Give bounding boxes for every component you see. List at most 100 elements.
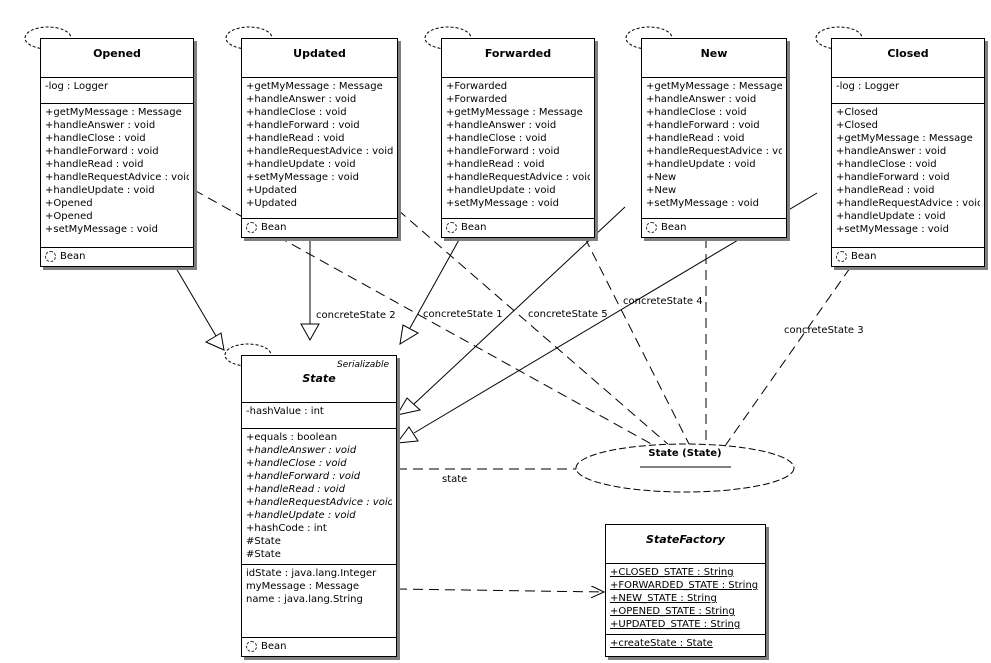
operation-row[interactable]: +handleRequestAdvice : void	[246, 497, 392, 508]
dependency-state-factory	[396, 589, 604, 592]
property-row[interactable]: name : java.lang.String	[246, 594, 363, 605]
operation-row[interactable]: +handleRead : void	[246, 484, 345, 495]
operation-row[interactable]: +handleRequestAdvice : void	[646, 146, 782, 157]
operation-row[interactable]: +New	[646, 172, 677, 183]
bean-label: Bean	[60, 251, 86, 262]
attribute-row[interactable]: -hashValue : int	[246, 406, 324, 417]
attribute-row[interactable]: +OPENED_STATE : String	[610, 606, 735, 617]
class-statefactory[interactable]: StateFactory+CLOSED_STATE : String+FORWA…	[605, 524, 766, 657]
operation-row[interactable]: +setMyMessage : void	[246, 172, 359, 183]
operation-row[interactable]: +handleUpdate : void	[246, 159, 356, 170]
operation-row[interactable]: +createState : State	[610, 638, 713, 649]
operation-row[interactable]: +handleAnswer : void	[45, 120, 156, 131]
operation-row[interactable]: +handleForward : void	[246, 120, 360, 131]
operation-row[interactable]: +handleRead : void	[836, 185, 935, 196]
operation-row[interactable]: +handleClose : void	[836, 159, 937, 170]
operation-row[interactable]: +Updated	[246, 185, 297, 196]
class-header: New	[642, 39, 786, 77]
stereotype-compartment: Bean	[642, 218, 786, 237]
operation-row[interactable]: +handleRead : void	[246, 133, 345, 144]
operation-row[interactable]: +Forwarded	[446, 81, 508, 92]
operation-row[interactable]: +handleRead : void	[446, 159, 545, 170]
operation-row[interactable]: +New	[646, 185, 677, 196]
attribute-row[interactable]: +NEW_STATE : String	[610, 593, 717, 604]
class-forwarded[interactable]: Forwarded+Forwarded+Forwarded+getMyMessa…	[441, 38, 595, 238]
operation-row[interactable]: +handleUpdate : void	[836, 211, 946, 222]
generalization-new-state	[413, 206, 626, 405]
operation-row[interactable]: +getMyMessage : Message	[646, 81, 782, 92]
operation-row[interactable]: +handleUpdate : void	[45, 185, 155, 196]
operation-row[interactable]: +getMyMessage : Message	[45, 107, 182, 118]
property-row[interactable]: myMessage : Message	[246, 581, 360, 592]
operation-row[interactable]: +handleAnswer : void	[646, 94, 757, 105]
operation-row[interactable]: +handleForward : void	[45, 146, 159, 157]
operation-row[interactable]: #State	[246, 549, 281, 560]
operation-row[interactable]: +handleAnswer : void	[246, 94, 357, 105]
role-label-cs3: concreteState 3	[784, 325, 864, 336]
generalization-forwarded-state	[409, 237, 461, 329]
bean-icon	[446, 222, 457, 233]
operation-row[interactable]: +getMyMessage : Message	[446, 107, 583, 118]
role-label-cs2: concreteState 2	[316, 310, 396, 321]
operation-row[interactable]: +handleAnswer : void	[446, 120, 557, 131]
operation-row[interactable]: +Updated	[246, 198, 297, 209]
operations-compartment: +getMyMessage : Message +handleAnswer : v…	[41, 103, 193, 239]
operation-row[interactable]: +getMyMessage : Message	[836, 133, 973, 144]
operation-row[interactable]: +handleAnswer : void	[246, 445, 357, 456]
attribute-row[interactable]: +CLOSED_STATE : String	[610, 567, 734, 578]
operation-row[interactable]: +equals : boolean	[246, 432, 338, 443]
class-new[interactable]: New +getMyMessage : Message +handleAnswer …	[641, 38, 787, 238]
operation-row[interactable]: +handleForward : void	[836, 172, 950, 183]
operation-row[interactable]: +handleForward : void	[246, 471, 361, 482]
generalization-opened-state	[175, 267, 217, 337]
operation-row[interactable]: +handleAnswer : void	[836, 146, 947, 157]
generalization-lines	[175, 192, 818, 444]
collaboration-ellipse[interactable]	[575, 443, 795, 493]
attribute-row[interactable]: -log : Logger	[45, 81, 109, 92]
operation-row[interactable]: +handleUpdate : void	[646, 159, 756, 170]
stereotype-compartment: Bean	[442, 218, 594, 237]
operation-row[interactable]: +handleUpdate : void	[246, 510, 356, 521]
operation-row[interactable]: +Opened	[45, 211, 93, 222]
operation-row[interactable]: +setMyMessage : void	[646, 198, 759, 209]
operation-row[interactable]: +handleRead : void	[45, 159, 144, 170]
operation-row[interactable]: +handleRequestAdvice : void	[246, 146, 393, 157]
operation-row[interactable]: +handleRequestAdvice : void	[836, 198, 980, 209]
operation-row[interactable]: +setMyMessage : void	[836, 224, 949, 235]
bean-stereotype: Bean	[45, 250, 189, 263]
operation-row[interactable]: +setMyMessage : void	[446, 198, 559, 209]
operation-row[interactable]: +hashCode : int	[246, 523, 327, 534]
class-name: Opened	[93, 47, 141, 60]
attribute-row[interactable]: +UPDATED_STATE : String	[610, 619, 741, 630]
operation-row[interactable]: +Forwarded	[446, 94, 508, 105]
operation-row[interactable]: +handleClose : void	[246, 458, 347, 469]
attribute-row[interactable]: +FORWARDED_STATE : String	[610, 580, 759, 591]
operation-row[interactable]: +handleForward : void	[446, 146, 560, 157]
operation-row[interactable]: +handleRead : void	[646, 133, 745, 144]
operation-row[interactable]: +handleRequestAdvice : void	[45, 172, 189, 183]
collaboration-label: State (State)	[648, 448, 722, 459]
operation-row[interactable]: +Closed	[836, 120, 878, 131]
bean-icon	[246, 222, 257, 233]
operation-row[interactable]: +setMyMessage : void	[45, 224, 158, 235]
attribute-row[interactable]: -log : Logger	[836, 81, 900, 92]
operation-row[interactable]: +Closed	[836, 107, 878, 118]
property-row[interactable]: idState : java.lang.Integer	[246, 568, 377, 579]
operation-row[interactable]: +handleClose : void	[45, 133, 146, 144]
class-closed[interactable]: Closed-log : Logger+Closed+Closed+getMyM…	[831, 38, 985, 267]
class-updated[interactable]: Updated+getMyMessage : Message+handleAns…	[241, 38, 398, 238]
operation-row[interactable]: +handleForward : void	[646, 120, 760, 131]
operation-row[interactable]: +getMyMessage : Message	[246, 81, 383, 92]
operation-row[interactable]: +handleClose : void	[646, 107, 747, 118]
operations-compartment: +equals : boolean +handleAnswer : void +ha…	[242, 428, 396, 564]
operation-row[interactable]: #State	[246, 536, 281, 547]
operation-row[interactable]: +handleClose : void	[446, 133, 547, 144]
operation-row[interactable]: +handleUpdate : void	[446, 185, 556, 196]
class-opened[interactable]: Opened -log : Logger +getMyMessage : Messa…	[40, 38, 194, 267]
class-name: New	[700, 47, 728, 60]
operation-row[interactable]: +handleRequestAdvice : void	[446, 172, 590, 183]
operation-row[interactable]: +handleClose : void	[246, 107, 347, 118]
role-label-cs5: concreteState 5	[528, 309, 608, 320]
operation-row[interactable]: +Opened	[45, 198, 93, 209]
